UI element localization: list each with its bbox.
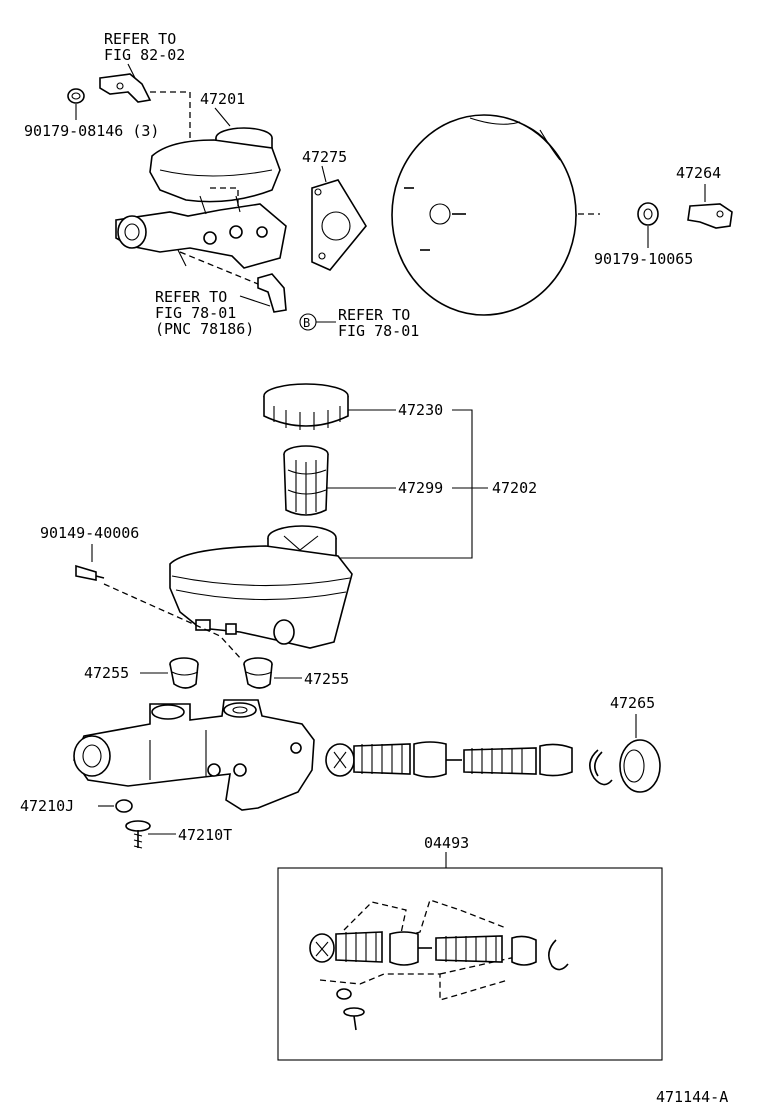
label-47230: 47230 <box>398 401 443 419</box>
boot-47265-icon <box>619 739 661 793</box>
label-47264: 47264 <box>676 164 721 182</box>
refer-78-line3: (PNC 78186) <box>155 320 254 338</box>
refer-78-line2: FIG 78-01 <box>155 304 236 322</box>
snap-ring-icon <box>589 749 613 786</box>
reservoir-cap <box>263 383 349 430</box>
master-cylinder-assembly <box>115 127 287 269</box>
label-90179-10065: 90179-10065 <box>594 250 693 268</box>
label-47202: 47202 <box>492 479 537 497</box>
label-47255-right: 47255 <box>304 670 349 688</box>
refer-b-line2: FIG 78-01 <box>338 322 419 340</box>
screw-47210t-icon <box>125 820 151 849</box>
label-47201: 47201 <box>200 90 245 108</box>
bracket-82-icon <box>99 73 152 103</box>
label-47255-left: 47255 <box>84 664 129 682</box>
refer-b-line1: REFER TO <box>338 306 410 324</box>
clevis-icon <box>687 203 733 229</box>
label-47299: 47299 <box>398 479 443 497</box>
label-04493: 04493 <box>424 834 469 852</box>
reservoir <box>169 525 353 649</box>
refer-82-line2: FIG 82-02 <box>104 46 185 64</box>
gasket-icon <box>311 179 367 271</box>
label-47210J: 47210J <box>20 797 74 815</box>
label-90149-40006: 90149-40006 <box>40 524 139 542</box>
bracket-78-icon <box>257 273 287 313</box>
grommet-right <box>243 657 273 689</box>
kit-04493-box <box>277 867 663 1061</box>
nut-icon <box>67 88 85 104</box>
label-47210T: 47210T <box>178 826 232 844</box>
ref-b-marker: B <box>303 316 310 330</box>
label-47275: 47275 <box>302 148 347 166</box>
brake-booster <box>391 114 600 316</box>
seal-47210j-icon <box>115 799 133 813</box>
diagram-id: 471144-A <box>656 1088 728 1106</box>
piston-set <box>325 741 573 778</box>
label-90179-08146: 90179-08146 (3) <box>24 122 159 140</box>
cylinder-body <box>73 699 315 811</box>
grommet-left <box>169 657 199 689</box>
refer-78-line1: REFER TO <box>155 288 227 306</box>
pin-icon <box>75 564 105 581</box>
strainer <box>283 445 329 516</box>
label-47265: 47265 <box>610 694 655 712</box>
nut-10065-icon <box>637 202 659 226</box>
refer-82-line1: REFER TO <box>104 30 176 48</box>
repair-kit-contents <box>309 899 569 1031</box>
